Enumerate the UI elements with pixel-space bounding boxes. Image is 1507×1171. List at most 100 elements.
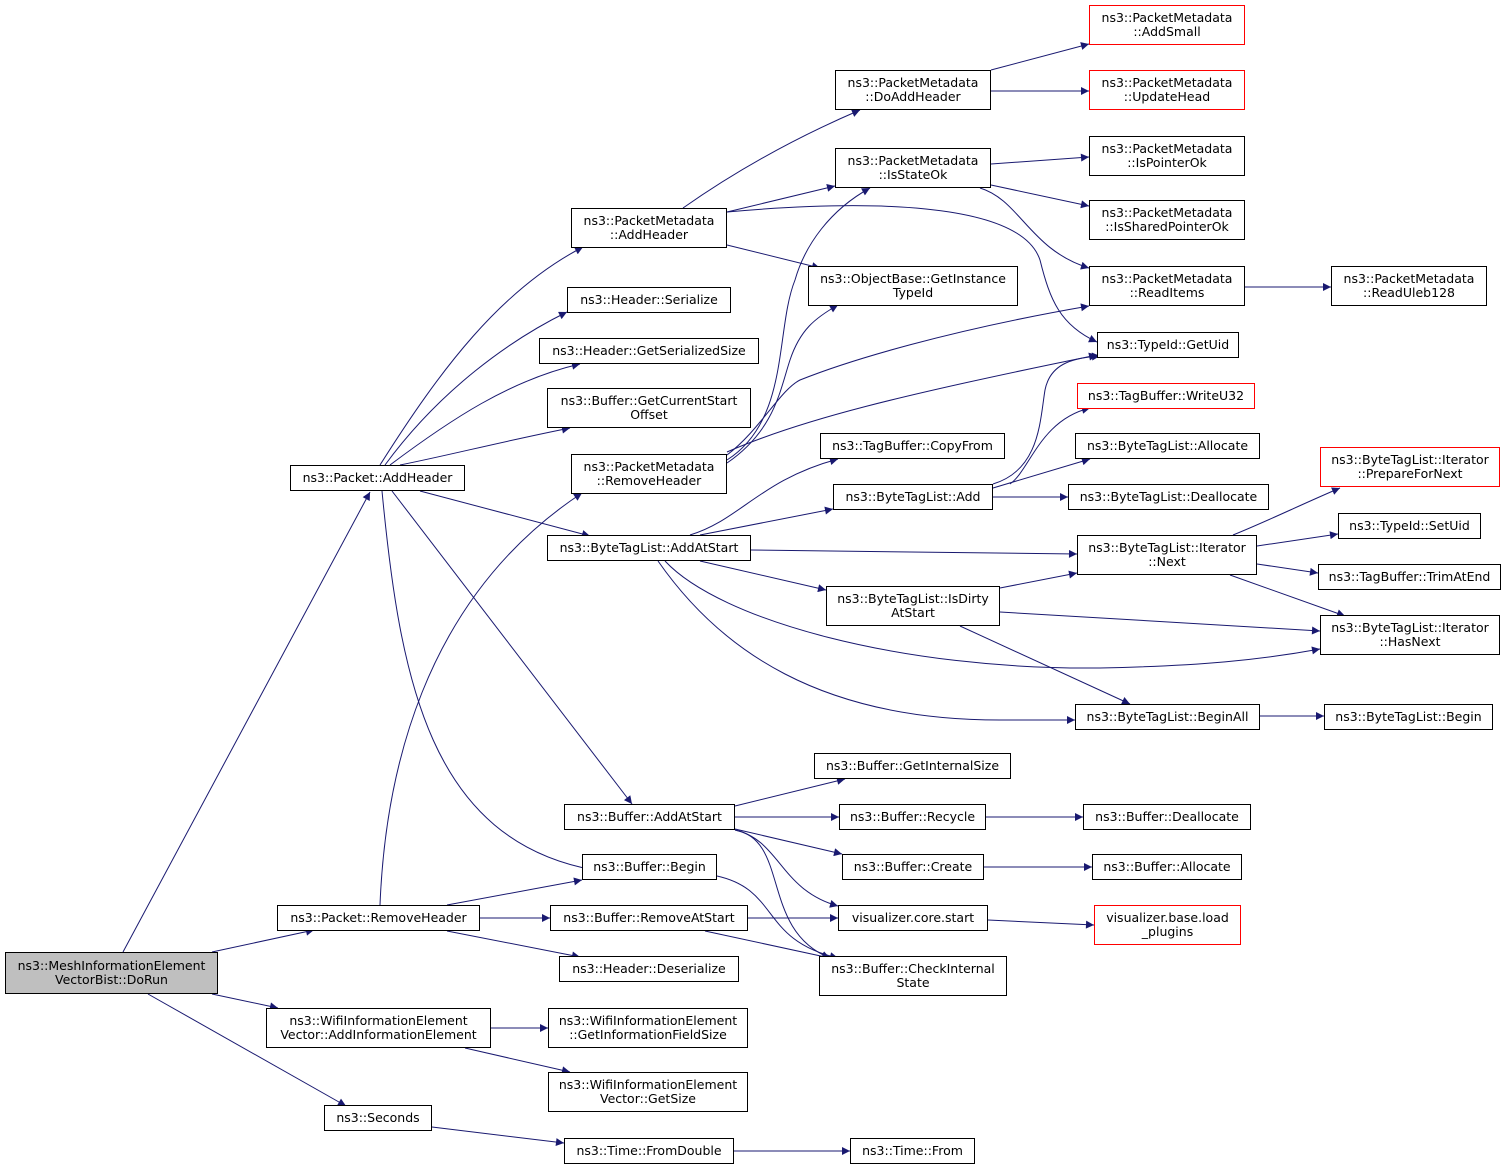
node-packet-removeheader[interactable]: ns3::Packet::RemoveHeader bbox=[277, 905, 480, 931]
node-btl-iterator-next[interactable]: ns3::ByteTagList::Iterator::Next bbox=[1077, 535, 1257, 575]
edge-buffer-begin-to-buffer-checkinternalstate bbox=[716, 875, 839, 961]
node-buffer-getinternalsize[interactable]: ns3::Buffer::GetInternalSize bbox=[814, 753, 1011, 779]
node-label-line: ns3::Buffer::Create bbox=[853, 858, 973, 874]
edge-root-to-wifi-addie bbox=[211, 993, 279, 1011]
node-label-line: Offset bbox=[630, 407, 668, 422]
node-btl-deallocate[interactable]: ns3::ByteTagList::Deallocate bbox=[1068, 484, 1269, 510]
node-buffer-allocate[interactable]: ns3::Buffer::Allocate bbox=[1092, 854, 1242, 880]
edge-seconds-to-time-fromdouble bbox=[431, 1126, 565, 1147]
node-pm-issharedpointerok[interactable]: ns3::PacketMetadata::IsSharedPointerOk bbox=[1089, 200, 1245, 240]
edge-btl-addatstart-to-btl-isdirtyatstart bbox=[699, 560, 827, 593]
edge-btl-addatstart-to-btl-add bbox=[699, 506, 834, 536]
node-buffer-begin[interactable]: ns3::Buffer::Begin bbox=[582, 854, 717, 880]
node-typeid-setuid[interactable]: ns3::TypeId::SetUid bbox=[1338, 513, 1481, 539]
node-label-line: ns3::Packet::RemoveHeader bbox=[290, 909, 467, 925]
node-label-line: ns3::ByteTagList::Begin bbox=[1335, 708, 1482, 724]
node-label-line: ns3::TagBuffer::WriteU32 bbox=[1087, 387, 1245, 403]
edge-btl-isdirtyatstart-to-btl-iterator-hasnext bbox=[999, 611, 1321, 635]
node-visualizer-core-start[interactable]: visualizer.core.start bbox=[838, 905, 988, 931]
edge-btl-addatstart-to-tagbuffer-copyfrom bbox=[689, 457, 839, 536]
node-label-line: ::AddHeader bbox=[609, 227, 689, 242]
node-label-line: ns3::Seconds bbox=[336, 1109, 420, 1125]
node-label-line: ::ReadUleb128 bbox=[1363, 285, 1455, 300]
node-buffer-recycle[interactable]: ns3::Buffer::Recycle bbox=[839, 804, 986, 830]
node-label-line: ns3::PacketMetadata bbox=[1101, 204, 1233, 220]
node-label-line: ::GetInformationFieldSize bbox=[569, 1027, 727, 1042]
edge-pm-isstateok-to-pm-readitems bbox=[979, 187, 1090, 270]
node-btl-beginall[interactable]: ns3::ByteTagList::BeginAll bbox=[1075, 704, 1260, 730]
node-label-line: ns3::PacketMetadata bbox=[1101, 74, 1233, 90]
edge-buffer-addatstart-to-buffer-getinternalsize bbox=[734, 777, 846, 807]
node-btl-addatstart[interactable]: ns3::ByteTagList::AddAtStart bbox=[547, 535, 751, 561]
node-tagbuffer-copyfrom[interactable]: ns3::TagBuffer::CopyFrom bbox=[820, 433, 1005, 459]
node-label-line: ns3::PacketMetadata bbox=[1101, 140, 1233, 156]
node-header-deserialize[interactable]: ns3::Header::Deserialize bbox=[559, 956, 739, 982]
edge-btl-iterator-next-to-btl-iterator-preparefornext bbox=[1232, 487, 1341, 536]
node-buffer-deallocate[interactable]: ns3::Buffer::Deallocate bbox=[1083, 804, 1251, 830]
node-label-line: ns3::Buffer::Recycle bbox=[849, 808, 976, 824]
node-pm-updatehead[interactable]: ns3::PacketMetadata::UpdateHead bbox=[1089, 70, 1245, 110]
node-pm-doaddheader[interactable]: ns3::PacketMetadata::DoAddHeader bbox=[835, 70, 991, 110]
edge-root-to-seconds bbox=[147, 993, 347, 1107]
node-label-line: ns3::WifiInformationElement bbox=[558, 1076, 738, 1092]
node-label-line: visualizer.core.start bbox=[851, 909, 975, 925]
node-label-line: ns3::Header::Deserialize bbox=[572, 960, 726, 976]
edge-btl-addatstart-to-btl-iterator-next bbox=[750, 549, 1078, 558]
node-header-serialize[interactable]: ns3::Header::Serialize bbox=[567, 287, 731, 313]
edge-packet-addheader-to-btl-addatstart bbox=[419, 490, 591, 538]
node-label-line: ns3::Header::GetSerializedSize bbox=[552, 342, 746, 358]
node-tagbuffer-trimatend[interactable]: ns3::TagBuffer::TrimAtEnd bbox=[1318, 564, 1501, 590]
node-buffer-addatstart[interactable]: ns3::Buffer::AddAtStart bbox=[564, 804, 735, 830]
edge-btl-addatstart-to-btl-iterator-hasnext bbox=[664, 560, 1321, 669]
node-seconds[interactable]: ns3::Seconds bbox=[324, 1105, 432, 1131]
node-label-line: VectorBist::DoRun bbox=[55, 972, 168, 987]
edge-pm-removeheader-to-pm-readitems bbox=[726, 303, 1090, 456]
node-label-line: ns3::ByteTagList::Allocate bbox=[1086, 437, 1249, 453]
node-label-line: ns3::PacketMetadata bbox=[1101, 9, 1233, 25]
node-header-getserializedsize[interactable]: ns3::Header::GetSerializedSize bbox=[539, 338, 759, 364]
node-btl-allocate[interactable]: ns3::ByteTagList::Allocate bbox=[1075, 433, 1260, 459]
node-visualizer-base-loadplugins[interactable]: visualizer.base.load_plugins bbox=[1094, 905, 1241, 945]
edge-packet-addheader-to-buffer-begin bbox=[381, 490, 595, 873]
node-pm-removeheader[interactable]: ns3::PacketMetadata::RemoveHeader bbox=[571, 454, 727, 494]
node-btl-iterator-hasnext[interactable]: ns3::ByteTagList::Iterator::HasNext bbox=[1320, 615, 1500, 655]
node-typeid-getuid[interactable]: ns3::TypeId::GetUid bbox=[1097, 332, 1239, 358]
node-btl-add[interactable]: ns3::ByteTagList::Add bbox=[833, 484, 993, 510]
node-pm-addsmall[interactable]: ns3::PacketMetadata::AddSmall bbox=[1089, 5, 1245, 45]
node-label-line: ns3::WifiInformationElement bbox=[558, 1012, 738, 1028]
node-pm-readitems[interactable]: ns3::PacketMetadata::ReadItems bbox=[1089, 266, 1245, 306]
node-pm-ispointerok[interactable]: ns3::PacketMetadata::IsPointerOk bbox=[1089, 136, 1245, 176]
node-buffer-create[interactable]: ns3::Buffer::Create bbox=[842, 854, 984, 880]
edge-pm-removeheader-to-objectbase-getinstancetypeid bbox=[726, 304, 839, 464]
node-label-line: ns3::Buffer::CheckInternal bbox=[831, 960, 995, 976]
edge-visualizer-core-start-to-visualizer-base-loadplugins bbox=[987, 919, 1095, 929]
edge-btl-add-to-typeid-getuid bbox=[992, 352, 1101, 485]
node-label-line: ns3::TypeId::SetUid bbox=[1349, 517, 1470, 533]
edge-pm-addheader-to-typeid-getuid bbox=[726, 205, 1098, 343]
node-pm-addheader[interactable]: ns3::PacketMetadata::AddHeader bbox=[571, 208, 727, 248]
node-wifi-getinfofieldsize[interactable]: ns3::WifiInformationElement::GetInformat… bbox=[548, 1008, 748, 1048]
node-time-from[interactable]: ns3::Time::From bbox=[850, 1138, 975, 1164]
edge-pm-removeheader-to-typeid-getuid bbox=[726, 352, 1098, 453]
node-btl-iterator-preparefornext[interactable]: ns3::ByteTagList::Iterator::PrepareForNe… bbox=[1320, 447, 1500, 487]
node-btl-begin[interactable]: ns3::ByteTagList::Begin bbox=[1324, 704, 1493, 730]
node-buffer-removeatstart[interactable]: ns3::Buffer::RemoveAtStart bbox=[550, 905, 748, 931]
node-label-line: ::RemoveHeader bbox=[596, 473, 702, 488]
node-tagbuffer-writeu32[interactable]: ns3::TagBuffer::WriteU32 bbox=[1077, 383, 1255, 409]
node-packet-addheader[interactable]: ns3::Packet::AddHeader bbox=[290, 465, 465, 491]
node-label-line: ns3::Buffer::Allocate bbox=[1103, 858, 1231, 874]
node-label-line: ns3::PacketMetadata bbox=[583, 458, 715, 474]
edge-btl-isdirtyatstart-to-btl-iterator-next bbox=[999, 570, 1078, 589]
node-pm-readuleb128[interactable]: ns3::PacketMetadata::ReadUleb128 bbox=[1331, 266, 1487, 306]
node-time-fromdouble[interactable]: ns3::Time::FromDouble bbox=[564, 1138, 734, 1164]
node-pm-isstateok[interactable]: ns3::PacketMetadata::IsStateOk bbox=[835, 148, 991, 188]
